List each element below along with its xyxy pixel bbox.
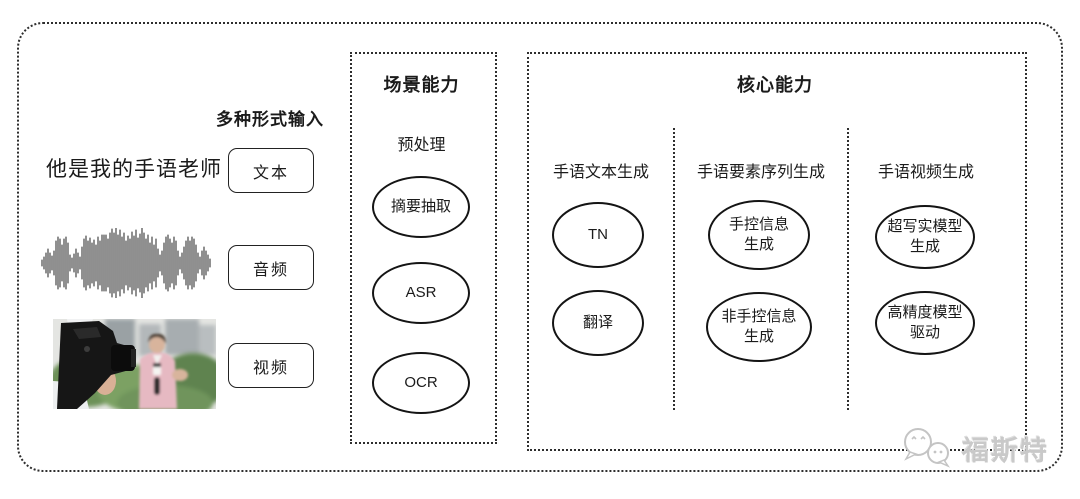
- core-capability-box: [527, 52, 1027, 451]
- waveform-graphic: [41, 227, 211, 299]
- column-header-sign-element-sequence-generation: 手语要素序列生成: [696, 164, 826, 181]
- sample-text: 他是我的手语老师: [46, 158, 222, 181]
- node-label: 非手控信息 生成: [721, 307, 797, 345]
- node-high-precision-model-driving: 高精度模型 驱动: [875, 291, 975, 355]
- node-translation: 翻译: [552, 290, 644, 356]
- node-label: TN: [588, 225, 608, 243]
- node-asr: ASR: [372, 262, 470, 324]
- node-tn: TN: [552, 202, 644, 268]
- node-label: 翻译: [582, 313, 613, 331]
- audio-input-box: 音频: [228, 245, 314, 290]
- video-thumbnail-graphic: [53, 319, 216, 409]
- node-manual-info-generation: 手控信息 生成: [708, 200, 810, 270]
- column-divider: [673, 128, 675, 410]
- column-header-sign-text-generation: 手语文本生成: [552, 164, 650, 181]
- audio-input-label: 音频: [252, 261, 289, 279]
- text-input-box: 文本: [228, 148, 314, 193]
- scene-capability-box: [350, 52, 497, 444]
- node-summary-extraction: 摘要抽取: [372, 176, 470, 238]
- column-header-sign-video-generation: 手语视频生成: [877, 164, 975, 181]
- chat-bubbles-icon: [904, 428, 951, 468]
- preprocess-label: 预处理: [397, 137, 446, 154]
- node-label: 超写实模型 生成: [887, 217, 963, 255]
- node-hyperrealistic-model-generation: 超写实模型 生成: [875, 205, 975, 269]
- video-input-label: 视频: [252, 359, 289, 377]
- audio-waveform: [40, 227, 212, 299]
- node-label: OCR: [404, 373, 438, 391]
- text-input-label: 文本: [252, 164, 289, 182]
- node-non-manual-info-generation: 非手控信息 生成: [706, 292, 812, 362]
- node-label: 高精度模型 驱动: [887, 303, 963, 341]
- input-section-title: 多种形式输入: [216, 110, 324, 129]
- core-capability-title: 核心能力: [737, 75, 813, 95]
- scene-capability-title: 场景能力: [383, 75, 460, 95]
- node-label: 手控信息 生成: [728, 215, 789, 253]
- node-label: 摘要抽取: [390, 197, 451, 215]
- diagram-frame: [17, 22, 1063, 472]
- video-input-box: 视频: [228, 343, 314, 388]
- watermark-text: 福斯特: [962, 435, 1049, 466]
- watermark: 福斯特: [898, 426, 1049, 470]
- video-thumbnail: [53, 319, 216, 409]
- column-divider: [847, 128, 849, 410]
- node-label: ASR: [405, 283, 437, 301]
- node-ocr: OCR: [372, 352, 470, 414]
